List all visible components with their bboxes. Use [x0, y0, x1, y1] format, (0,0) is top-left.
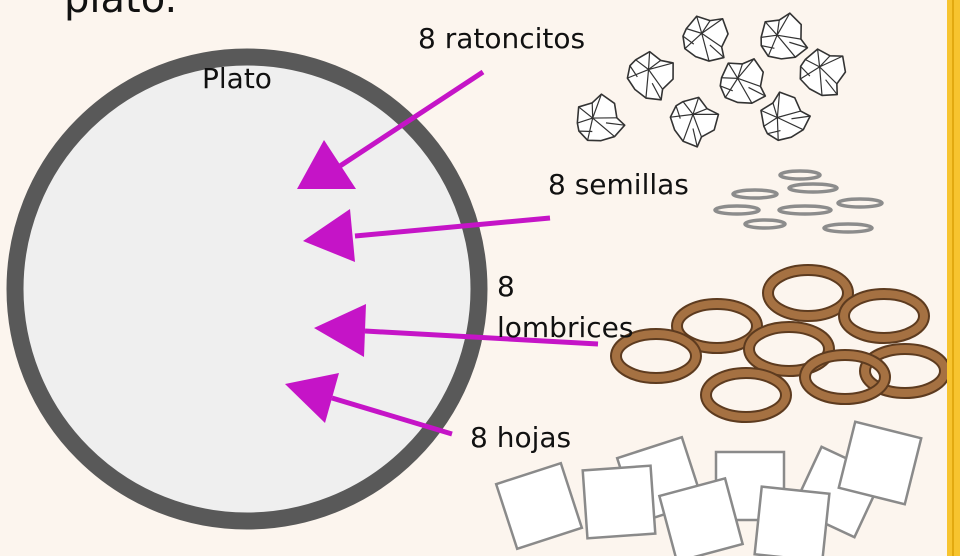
- seed-ring-icon: [777, 204, 833, 216]
- paper-square-icon: [837, 420, 923, 506]
- paper-square-icon: [657, 476, 745, 556]
- seed-ring-icon: [743, 218, 787, 230]
- arrows-group: [285, 69, 599, 437]
- plate: [6, 48, 488, 530]
- arrow-worms: [314, 304, 599, 357]
- arrow-leaves: [285, 373, 453, 437]
- worm-ring-icon: [700, 367, 792, 423]
- seed-ring-icon: [836, 197, 884, 209]
- worm-ring-icon: [859, 343, 951, 399]
- worm-ring-icon: [838, 288, 930, 344]
- seed-ring-icon: [713, 204, 761, 216]
- label-worms-count: 8: [497, 270, 515, 303]
- label-mice: 8 ratoncitos: [418, 22, 586, 55]
- crumpled-paper-ball-icon: [619, 44, 681, 106]
- crumpled-paper-ball-icon: [661, 88, 725, 152]
- seed-ring-icon: [778, 169, 822, 181]
- worm-ring-icon: [762, 264, 854, 322]
- plate-label: Plato: [202, 62, 272, 95]
- seed-ring-icon: [822, 222, 874, 234]
- crumpled-paper-ball-icon: [754, 10, 810, 66]
- paper-square-icon: [753, 485, 831, 556]
- label-seeds: 8 semillas: [548, 168, 689, 201]
- mice-group: [567, 10, 851, 152]
- worm-ring-icon: [671, 298, 763, 354]
- seeds-group: [713, 169, 884, 234]
- crumpled-paper-ball-icon: [567, 89, 629, 151]
- arrow-mice: [297, 69, 485, 189]
- accent-bar-line: [952, 0, 954, 556]
- worm-ring-icon: [743, 321, 835, 377]
- arrow-seeds: [303, 209, 551, 262]
- worm-ring-icon: [799, 349, 891, 405]
- worms-group: [610, 264, 951, 423]
- seed-ring-icon: [731, 188, 779, 200]
- worm-ring-icon: [610, 328, 702, 384]
- paper-square-icon: [581, 464, 657, 540]
- label-worms: lombrices: [497, 311, 634, 344]
- crumpled-paper-ball-icon: [717, 57, 767, 107]
- crumpled-paper-ball-icon: [678, 11, 732, 65]
- leaves-group: [494, 420, 923, 556]
- paper-square-icon: [494, 461, 584, 551]
- title-fragment: plato.: [64, 0, 177, 22]
- seed-ring-icon: [787, 182, 839, 194]
- label-leaves: 8 hojas: [470, 421, 572, 454]
